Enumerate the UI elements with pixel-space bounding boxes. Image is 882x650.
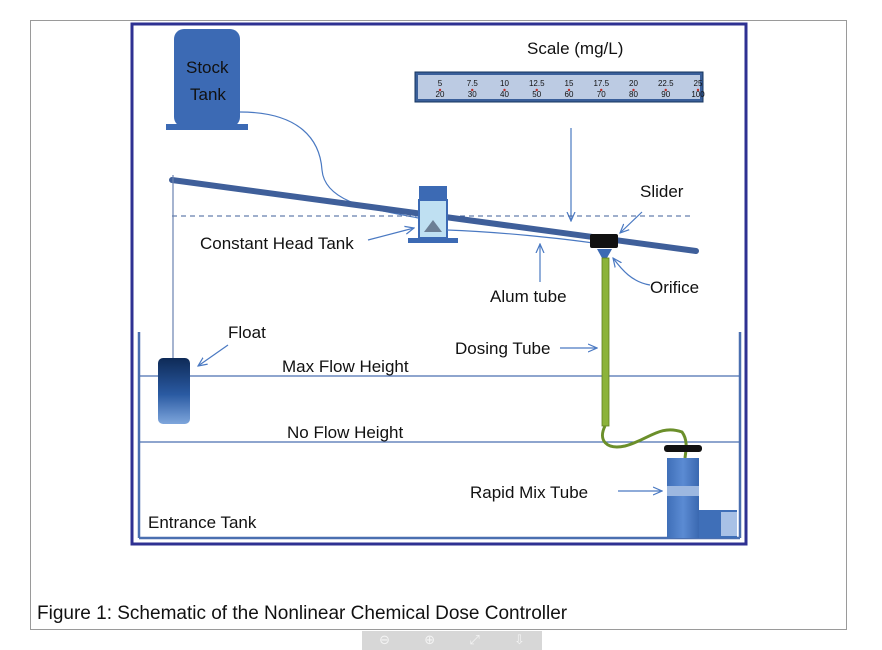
constant-head-tank xyxy=(408,186,458,243)
scale-top-tick-label: 10 xyxy=(500,79,509,88)
scale-top-tick-label: 17.5 xyxy=(593,79,609,88)
scale-top-tick-label: 22.5 xyxy=(658,79,674,88)
scale-top-tick-label: 25 xyxy=(694,79,703,88)
scale-top-tick-label: 5 xyxy=(438,79,443,88)
scale-top-tick-label: 20 xyxy=(629,79,638,88)
download-icon[interactable]: ⇩ xyxy=(513,633,525,648)
float-arrow xyxy=(198,344,229,366)
scale-bottom-tick-label: 70 xyxy=(597,90,606,99)
figure-caption: Figure 1: Schematic of the Nonlinear Che… xyxy=(37,603,568,624)
entrance-tank-label: Entrance Tank xyxy=(148,513,257,532)
alum-tube-label: Alum tube xyxy=(490,287,567,306)
scale-tick-mark xyxy=(567,88,571,92)
scale-top-tick-label: 15 xyxy=(565,79,574,88)
max-flow-height-label: Max Flow Height xyxy=(282,357,409,376)
zoom-in-icon[interactable]: ⊕ xyxy=(424,633,436,648)
scale-tick-mark xyxy=(535,88,538,92)
scale-bottom-tick-label: 100 xyxy=(691,90,705,99)
no-flow-height-label: No Flow Height xyxy=(287,423,403,442)
scale-bottom-tick-label: 50 xyxy=(532,90,541,99)
scale-ticks-bottom: 20 30 40 50 60 70 80 90 100 xyxy=(436,90,706,99)
constant-head-arrow xyxy=(367,228,414,241)
fullscreen-icon[interactable]: ⤢ xyxy=(469,633,480,648)
slider-label: Slider xyxy=(640,182,684,201)
viewer-toolbar: ⊖ ⊕ ⤢ ⇩ xyxy=(362,631,542,650)
scale-top-tick-label: 12.5 xyxy=(529,79,545,88)
scale-tick-mark xyxy=(471,88,474,92)
rapid-mix-tube-label: Rapid Mix Tube xyxy=(470,483,588,502)
scale-bottom-tick-label: 80 xyxy=(629,90,638,99)
scale-bottom-tick-label: 90 xyxy=(661,90,670,99)
dosing-tube-label: Dosing Tube xyxy=(455,339,550,358)
alum-tube xyxy=(446,229,601,245)
scale-bottom-tick-label: 60 xyxy=(565,90,574,99)
scale-bottom-tick-label: 20 xyxy=(436,90,445,99)
scale-tick-mark xyxy=(632,88,635,92)
slider-block xyxy=(590,234,618,248)
scale-tick-mark xyxy=(438,88,442,92)
scale-bottom-tick-label: 30 xyxy=(468,90,477,99)
dosing-tube xyxy=(601,257,610,427)
scale-tick-mark xyxy=(503,88,506,92)
scale-tick-mark xyxy=(600,88,603,92)
stock-tank-label-1: Stock xyxy=(186,58,229,77)
orifice-arrow xyxy=(613,258,651,286)
scale-tick-mark xyxy=(696,88,700,92)
scale-title: Scale (mg/L) xyxy=(527,39,623,58)
scale-bar xyxy=(414,71,704,103)
scale-tick-mark xyxy=(664,88,667,92)
scale-bottom-tick-label: 40 xyxy=(500,90,509,99)
slider-arrow xyxy=(620,211,643,233)
stock-tank xyxy=(166,29,248,130)
scale-ticks-top: 5 7.5 10 12.5 15 17.5 20 22.5 25 xyxy=(438,79,703,92)
stock-tank-label-2: Tank xyxy=(190,85,226,104)
orifice-label: Orifice xyxy=(650,278,699,297)
scale-top-tick-label: 7.5 xyxy=(467,79,479,88)
constant-head-tank-label: Constant Head Tank xyxy=(200,234,354,253)
orifice xyxy=(597,249,612,258)
zoom-out-icon[interactable]: ⊖ xyxy=(379,633,391,648)
float-label: Float xyxy=(228,323,266,342)
rapid-mix-tube xyxy=(664,445,737,538)
float-body xyxy=(158,358,190,424)
dosing-hose xyxy=(601,425,688,459)
